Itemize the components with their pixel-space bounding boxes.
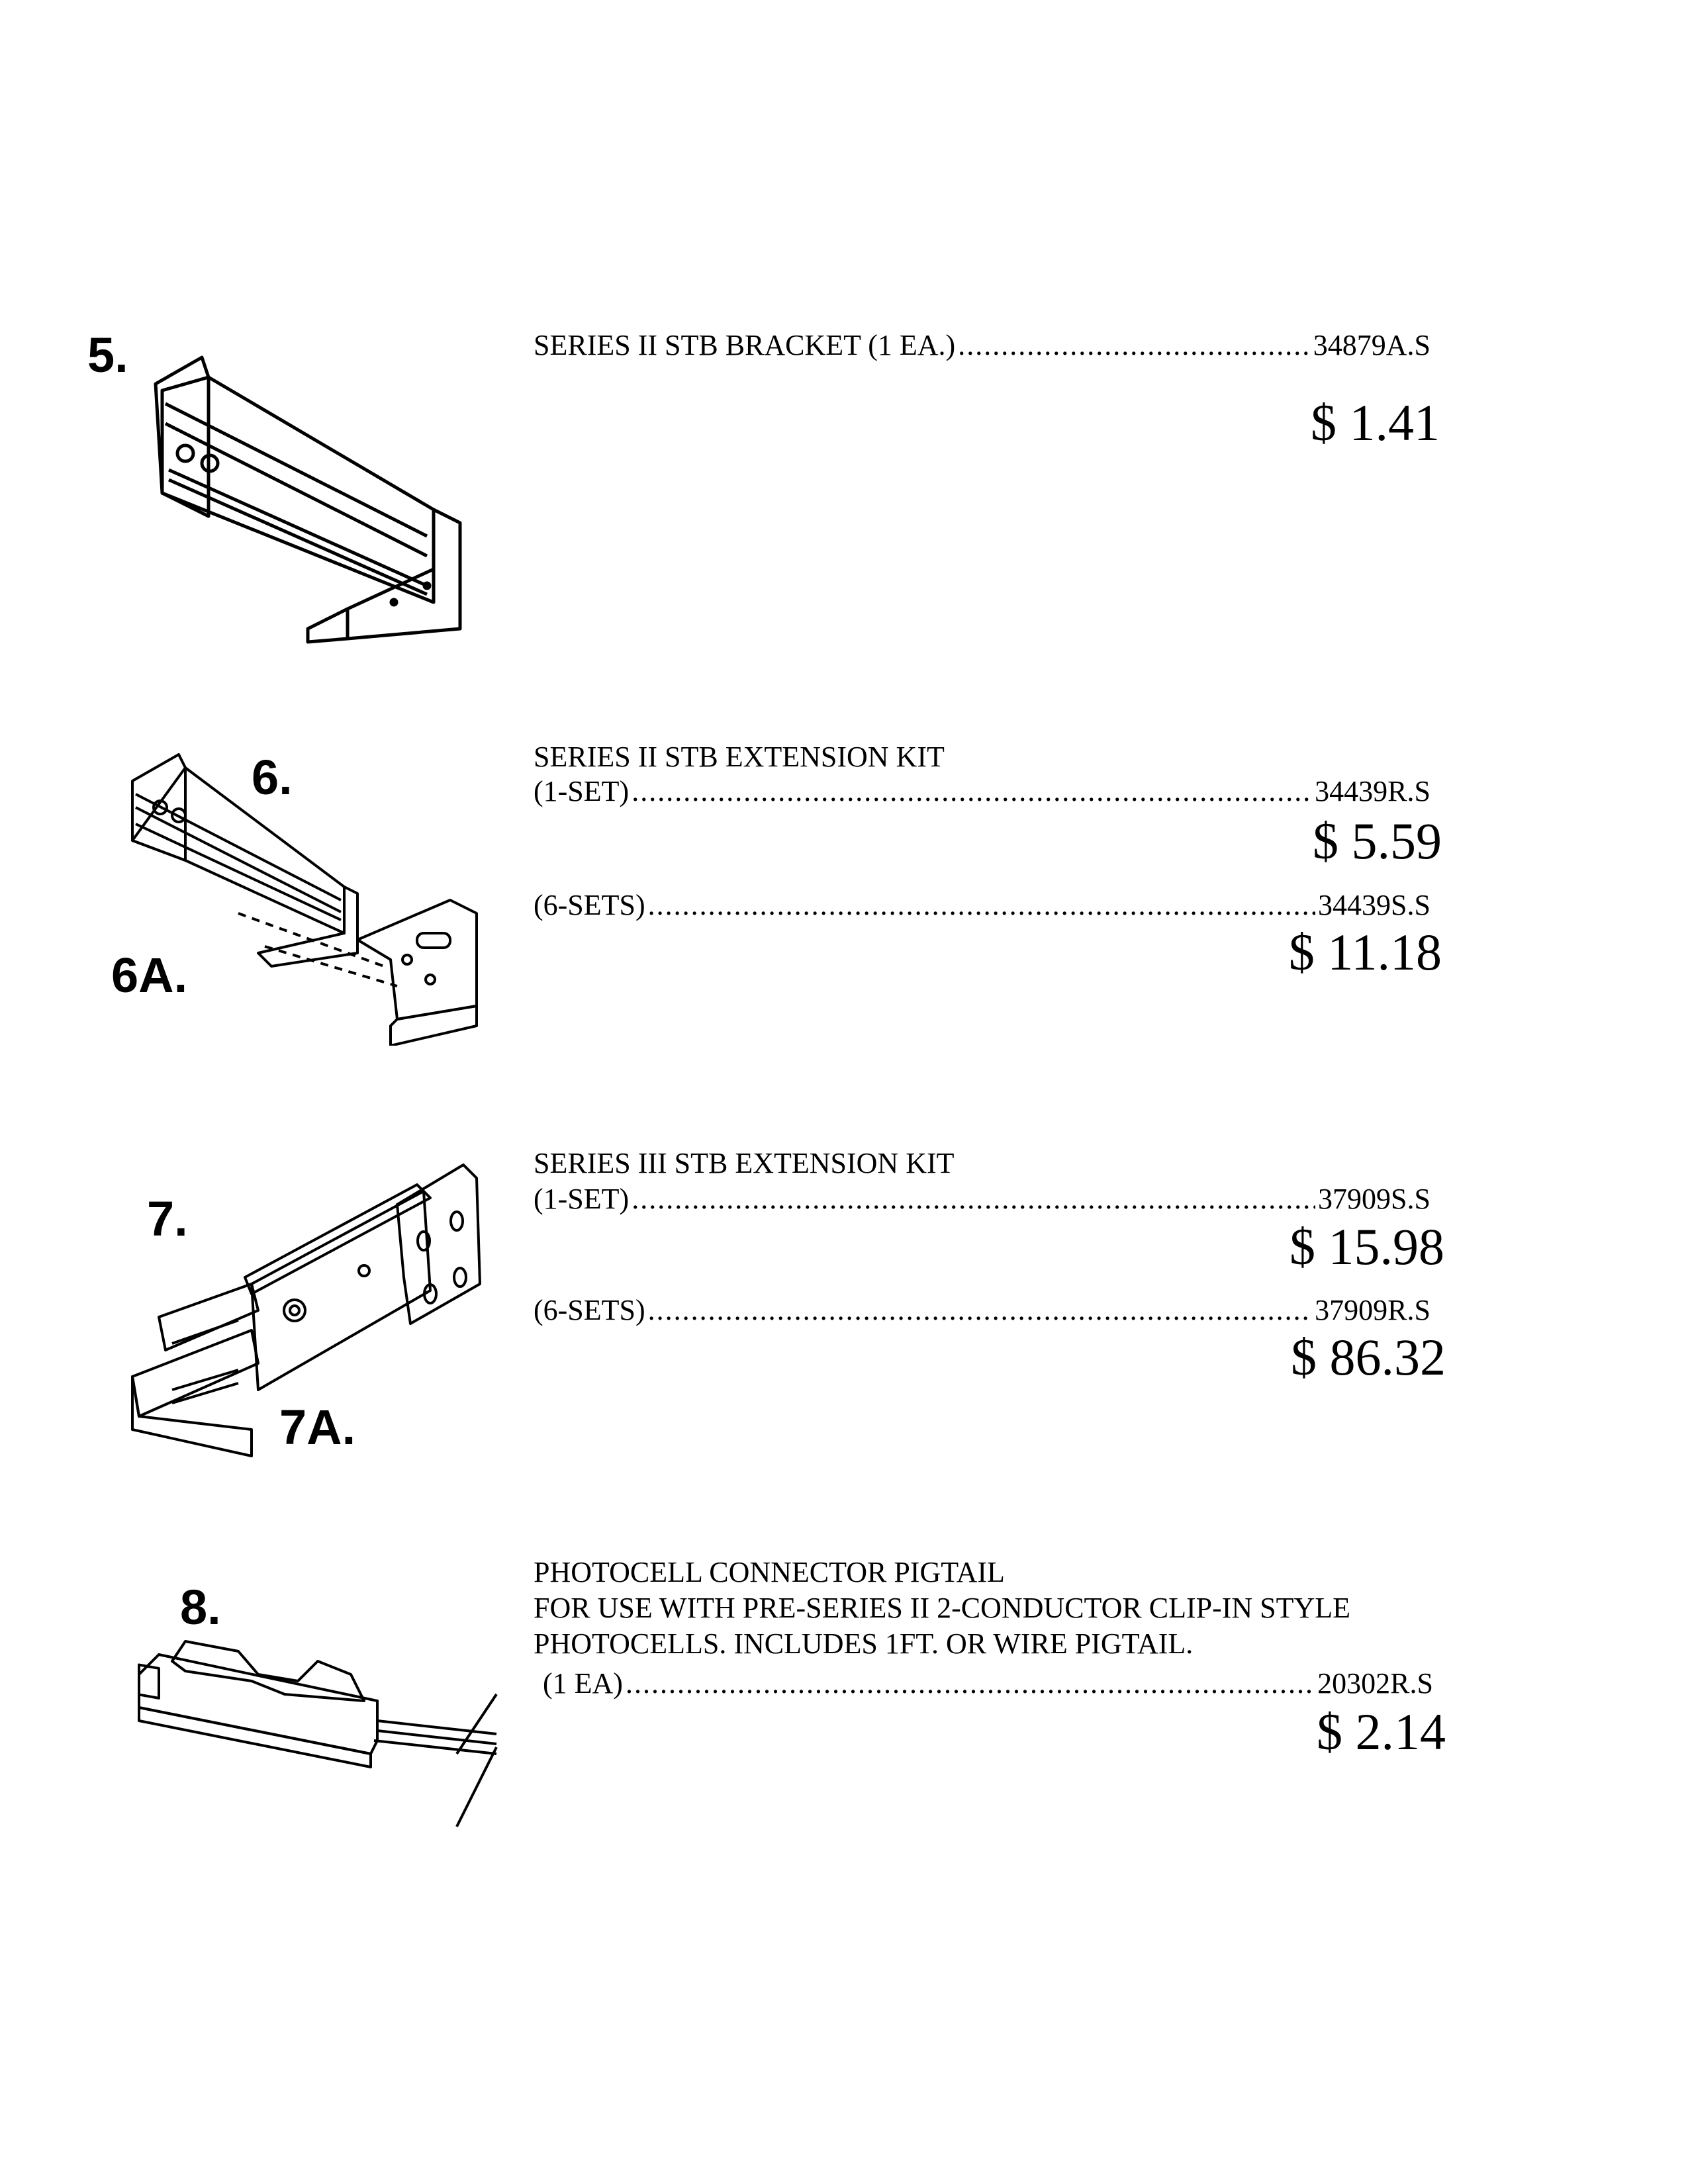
item-5-row-1-part-number: 34879A.S	[1313, 329, 1430, 361]
item-8-row-1-part-number: 20302R.S	[1317, 1667, 1433, 1700]
series-iii-extension-kit-illustration	[119, 1152, 516, 1463]
item-6-row-2-price: $ 11.18	[1288, 923, 1442, 981]
item-7-row-2: (6-SETS) ...............................…	[534, 1296, 1430, 1325]
item-8-title-line-2: FOR USE WITH PRE-SERIES II 2-CONDUCTOR C…	[534, 1592, 1351, 1624]
item-6-row-1-part-number: 34439R.S	[1315, 775, 1430, 807]
item-7-row-2-price: $ 86.32	[1291, 1328, 1446, 1386]
item-5-number: 5.	[87, 328, 128, 383]
dot-leader: ........................................…	[647, 1296, 1313, 1325]
dot-leader: ........................................…	[632, 777, 1313, 806]
item-5-row-1-label: SERIES II STB BRACKET (1 EA.)	[534, 329, 956, 361]
item-6-title: SERIES II STB EXTENSION KIT	[534, 741, 945, 773]
item-5-row-1: SERIES II STB BRACKET (1 EA.) ..........…	[534, 331, 1430, 360]
item-8-row-1-price: $ 2.14	[1317, 1703, 1446, 1760]
item-7-row-1-price: $ 15.98	[1289, 1218, 1444, 1275]
item-6-row-1-price: $ 5.59	[1313, 812, 1442, 870]
item-8-row-1-label: (1 EA)	[543, 1667, 623, 1700]
item-6-row-2: (6-SETS) ...............................…	[534, 891, 1430, 920]
item-7-row-1-part-number: 37909S.S	[1318, 1183, 1430, 1215]
item-6-row-2-label: (6-SETS)	[534, 889, 645, 921]
dot-leader: ........................................…	[647, 891, 1316, 920]
item-8-number: 8.	[180, 1580, 221, 1635]
stb-extension-kit-illustration	[106, 741, 503, 1046]
stb-bracket-illustration	[149, 344, 467, 649]
item-7-row-2-label: (6-SETS)	[534, 1294, 645, 1326]
item-7a-number: 7A.	[279, 1400, 356, 1455]
item-8-title-line-1: PHOTOCELL CONNECTOR PIGTAIL	[534, 1556, 1005, 1588]
item-7-number: 7.	[147, 1191, 188, 1246]
item-7-title: SERIES III STB EXTENSION KIT	[534, 1147, 955, 1179]
item-7-row-1: (1-SET) ................................…	[534, 1185, 1430, 1214]
dot-leader: ........................................…	[625, 1669, 1315, 1698]
item-6-number: 6.	[252, 750, 293, 805]
item-6-row-1-label: (1-SET)	[534, 775, 630, 807]
dot-leader: ........................................…	[632, 1185, 1316, 1214]
item-6-row-1: (1-SET) ................................…	[534, 777, 1430, 806]
item-8-row-1: (1 EA) .................................…	[543, 1669, 1433, 1698]
item-8-title-line-3: PHOTOCELLS. INCLUDES 1FT. OR WIRE PIGTAI…	[534, 1627, 1194, 1660]
photocell-pigtail-illustration	[126, 1635, 523, 1833]
item-6a-number: 6A.	[111, 948, 188, 1003]
item-7-row-2-part-number: 37909R.S	[1315, 1294, 1430, 1326]
dot-leader: ........................................…	[958, 331, 1311, 360]
item-5-row-1-price: $ 1.41	[1311, 394, 1440, 451]
item-7-row-1-label: (1-SET)	[534, 1183, 630, 1215]
item-6-row-2-part-number: 34439S.S	[1318, 889, 1430, 921]
